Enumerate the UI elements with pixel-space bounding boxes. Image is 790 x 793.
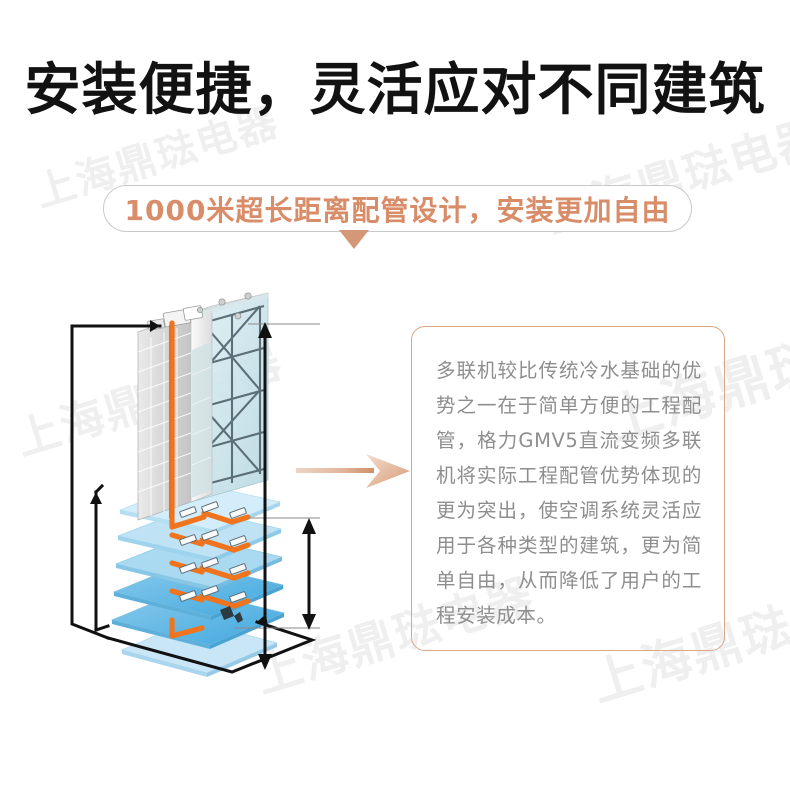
building-piping-svg [70,292,320,677]
tower-body-group [137,292,269,521]
indoor-units [179,501,247,623]
page-title: 安装便捷，灵活应对不同建筑 [24,58,766,123]
building-piping-illustration [52,280,352,680]
arrow-right-icon [296,454,410,488]
control-wiring [70,320,317,674]
subtitle-banner-label: 1000米超长距离配管设计，安装更加自由 [124,193,671,227]
subtitle-banner: 1000米超长距离配管设计，安装更加自由 [103,185,692,249]
dimension-arrows [234,322,320,670]
connector-arrow [296,448,416,494]
description-card: 多联机较比传统冷水基础的优势之一在于简单方便的工程配管，格力GMV5直流变频多联… [411,326,725,651]
subtitle-banner-box: 1000米超长距离配管设计，安装更加自由 [103,185,692,232]
banner-pointer-triangle-icon [339,230,369,249]
description-text: 多联机较比传统冷水基础的优势之一在于简单方便的工程配管，格力GMV5直流变频多联… [436,359,702,627]
